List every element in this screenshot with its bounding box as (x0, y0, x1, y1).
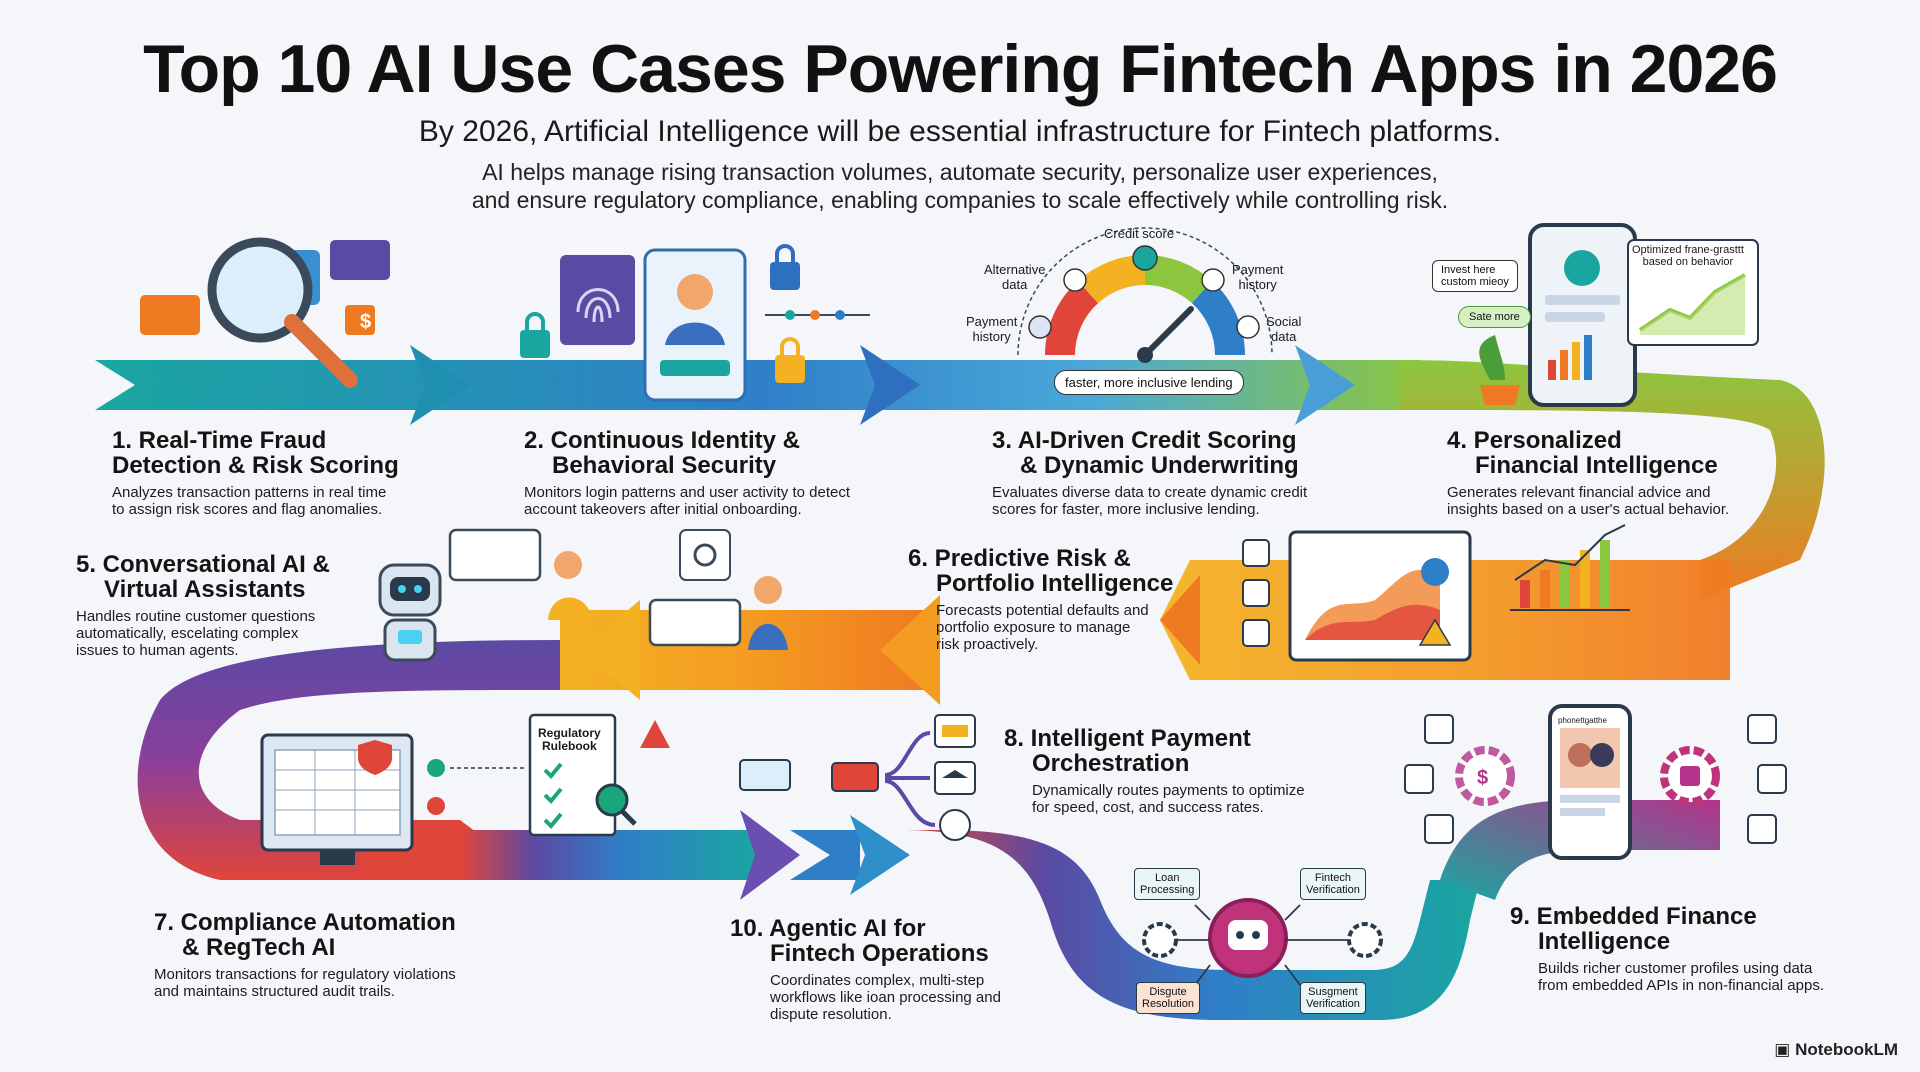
risk-dashboard-illustration (1242, 524, 1630, 662)
agentic-illustration (1142, 898, 1383, 986)
card-icon (831, 762, 879, 792)
credit-score-label: Credit score (1104, 226, 1175, 241)
page-title: Top 10 AI Use Cases Powering Fintech App… (143, 31, 1778, 107)
payment-illustration (739, 714, 976, 841)
notebook-icon: ▣ (1774, 1040, 1796, 1059)
warning-icon (640, 720, 670, 748)
personal-phone-illustration (1479, 223, 1759, 407)
description-line: and ensure regulatory compliance, enabli… (471, 187, 1449, 213)
fraud-illustration: $ (140, 237, 390, 388)
assistant-illustration (378, 528, 788, 662)
gear-icon (693, 543, 717, 567)
embedded-illustration: $ (1404, 704, 1787, 860)
use-case-text: Monitors login patterns and user activit… (524, 484, 851, 518)
identity-illustration (520, 244, 870, 402)
use-case-title: 7. Compliance Automation& RegTech AI (154, 909, 456, 961)
page-description: AI helps manage rising transaction volum… (0, 158, 1920, 214)
use-case-3: 3. AI-Driven Credit Scoring& Dynamic Und… (992, 428, 1307, 518)
use-case-text: Monitors transactions for regulatory vio… (154, 966, 456, 1000)
use-case-title: 6. Predictive Risk &Portfolio Intelligen… (908, 545, 1174, 597)
use-case-5: 5. Conversational AI &Virtual Assistants… (76, 552, 330, 659)
dollar-icon: $ (360, 311, 371, 333)
gauge-needle (1142, 306, 1194, 358)
lock-icon (775, 355, 805, 383)
use-case-text: Builds richer customer profiles using da… (1538, 960, 1825, 994)
use-case-title: 2. Continuous Identity &Behavioral Secur… (524, 427, 800, 479)
social-data-icon (1236, 315, 1260, 339)
lock-icon (520, 330, 550, 358)
phone-header: phonettgatthe (1558, 716, 1607, 725)
save-more-chip: Sate more (1458, 306, 1531, 328)
left-turn-band (137, 640, 560, 880)
globe-icon (939, 809, 971, 841)
use-case-2: 2. Continuous Identity &Behavioral Secur… (524, 428, 850, 518)
compliance-illustration (260, 713, 670, 865)
use-case-title: 5. Conversational AI &Virtual Assistants (76, 551, 330, 603)
dollar-icon: $ (1477, 767, 1488, 789)
use-case-6: 6. Predictive Risk &Portfolio Intelligen… (908, 546, 1173, 653)
page-subtitle: By 2026, Artificial Intelligence will be… (418, 115, 1502, 148)
fingerprint-icon (576, 288, 620, 323)
alternative-data-icon (1063, 268, 1087, 292)
use-case-text: Analyzes transaction patterns in real ti… (112, 484, 387, 518)
use-case-7: 7. Compliance Automation& RegTech AI Mon… (154, 910, 456, 1000)
gear-icon (1455, 746, 1515, 806)
credit-score-icon (1132, 245, 1158, 271)
payment-history-icon (1028, 315, 1052, 339)
credit-gauge (1017, 227, 1273, 363)
use-case-title: 3. AI-Driven Credit Scoring& Dynamic Und… (992, 427, 1299, 479)
gear-icon (1347, 922, 1383, 958)
description-line: AI helps manage rising transaction volum… (482, 159, 1438, 185)
shield-icon (358, 740, 392, 775)
gear-icon (1142, 922, 1178, 958)
right-turn-band (1400, 360, 1825, 600)
lending-pill: faster, more inclusive lending (1054, 370, 1244, 395)
use-case-text: Evaluates diverse data to create dynamic… (992, 484, 1308, 518)
bottom-loop-band (900, 830, 1480, 1020)
robot-icon (1228, 920, 1268, 950)
brand-logo: ▣ NotebookLM (1774, 1040, 1898, 1059)
payment-history-icon (1201, 268, 1225, 292)
lock-icon (770, 262, 800, 290)
